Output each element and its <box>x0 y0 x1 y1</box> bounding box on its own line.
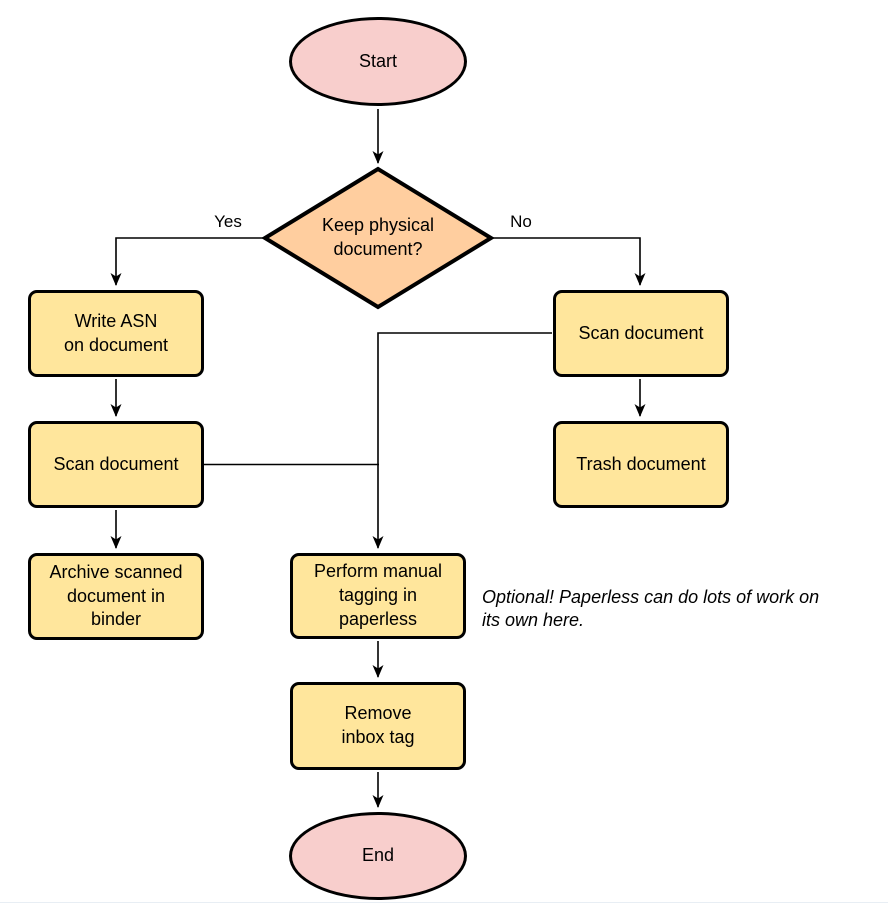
node-scan-document-right-label: Scan document <box>578 322 704 343</box>
node-write-asn-label: Write ASN on document <box>63 310 169 355</box>
node-remove-inbox-tag: Remove inbox tag <box>290 682 466 770</box>
node-end-label: End <box>361 845 395 866</box>
node-start-label: Start <box>358 50 397 71</box>
node-scan-document-right: Scan document <box>553 290 729 377</box>
edge-scan-right-to-tagging <box>372 332 552 549</box>
edge-label-yes: Yes <box>214 212 242 231</box>
node-write-asn: Write ASN on document <box>28 290 204 377</box>
node-scan-document-left: Scan document <box>28 421 204 508</box>
annotation-optional-text: Optional! Paperless can do lots of work … <box>482 587 820 630</box>
node-start: Start <box>289 17 467 106</box>
edge-decision-no-to-scan-right <box>491 237 646 286</box>
annotation-optional: Optional! Paperless can do lots of work … <box>482 586 884 631</box>
node-remove-inbox-tag-label: Remove inbox tag <box>341 703 415 747</box>
node-decision-label: Keep physical document? <box>321 215 435 259</box>
page-bottom-divider <box>0 902 888 903</box>
node-manual-tagging: Perform manual tagging in paperless <box>290 553 466 639</box>
node-trash-document-label: Trash document <box>576 453 706 474</box>
node-decision-label-box: Keep physical document? <box>283 203 473 273</box>
decision-shape <box>261 166 495 310</box>
node-manual-tagging-label: Perform manual tagging in paperless <box>313 561 443 629</box>
node-archive-scanned: Archive scanned document in binder <box>28 553 204 640</box>
edge-label-no: No <box>510 212 532 231</box>
node-end: End <box>289 812 467 900</box>
node-trash-document: Trash document <box>553 421 729 508</box>
node-archive-scanned-label: Archive scanned document in binder <box>49 561 183 630</box>
node-scan-document-left-label: Scan document <box>53 453 179 474</box>
edge-decision-yes-to-write-asn <box>110 237 265 286</box>
